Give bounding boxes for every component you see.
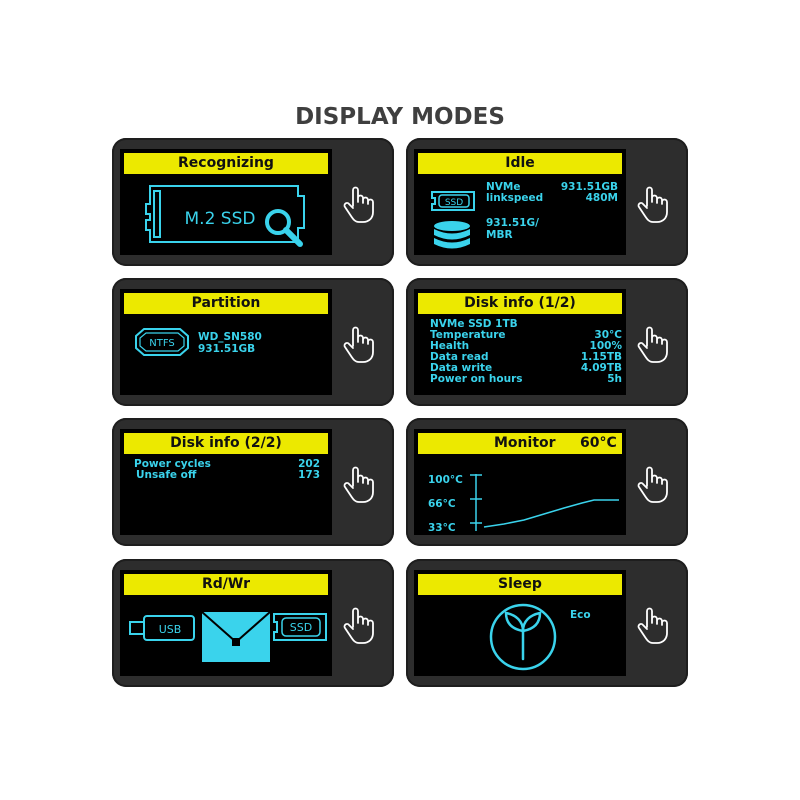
page-title: DISPLAY MODES: [295, 104, 505, 130]
sprout-icon: [489, 603, 557, 671]
touch-button-idle[interactable]: [636, 184, 670, 224]
screen-sleep: Sleep Eco: [414, 570, 626, 676]
diskinfo1-row: Data write 4.09TB: [430, 363, 622, 374]
touch-hand-icon: [343, 607, 374, 644]
touch-button-diskinfo1[interactable]: [636, 324, 670, 364]
header-monitor: Monitor 60°C: [418, 433, 622, 454]
partition-info: WD_SN580 931.51GB: [198, 331, 262, 355]
diskinfo1-label: Data write: [430, 362, 493, 374]
diskinfo2-table: Power cycles 202 Unsafe off 173: [134, 459, 320, 481]
screen-partition: Partition NTFS WD_SN580 931.51GB: [120, 289, 332, 395]
monitor-tick: 100°C: [428, 474, 463, 486]
touch-button-partition[interactable]: [342, 324, 376, 364]
device-idle: Idle SSD NVMe 931.51GB linkspeed 480M 931.…: [406, 138, 688, 266]
idle-linkspeed-value: 480M: [585, 192, 618, 204]
screen-diskinfo2: Disk info (2/2) Power cycles 202 Unsafe o…: [120, 429, 332, 535]
diskinfo2-row: Power cycles 202: [134, 459, 320, 470]
diskinfo2-value: 202: [298, 458, 320, 470]
ntfs-icon-label: NTFS: [149, 338, 175, 349]
usb-label: USB: [159, 623, 182, 636]
idle-capacity: 931.51GB: [560, 181, 618, 193]
diskinfo1-value: 100%: [589, 340, 622, 352]
device-diskinfo2: Disk info (2/2) Power cycles 202 Unsafe o…: [112, 418, 394, 546]
diskinfo1-label: Power on hours: [430, 373, 523, 385]
screen-recognizing: Recognizing M.2 SSD: [120, 149, 332, 255]
header-diskinfo1: Disk info (1/2): [418, 293, 622, 314]
header-recognizing: Recognizing: [124, 153, 328, 174]
header-diskinfo2: Disk info (2/2): [124, 433, 328, 454]
diskinfo1-row: Power on hours 5h: [430, 374, 622, 385]
monitor-tick: 66°C: [428, 498, 456, 510]
usb-icon: USB: [129, 615, 195, 641]
touch-hand-icon: [637, 607, 668, 644]
screen-diskinfo1: Disk info (1/2) NVMe SSD 1TB Temperature…: [414, 289, 626, 395]
header-sleep: Sleep: [418, 574, 622, 595]
device-diskinfo1: Disk info (1/2) NVMe SSD 1TB Temperature…: [406, 278, 688, 406]
envelope-icon: [201, 611, 271, 662]
touch-hand-icon: [343, 466, 374, 503]
diskinfo1-row: Data read 1.15TB: [430, 352, 622, 363]
monitor-tick: 33°C: [428, 522, 456, 534]
device-sleep: Sleep Eco: [406, 559, 688, 687]
idle-info: NVMe 931.51GB linkspeed 480M: [486, 182, 618, 204]
diskinfo1-label: Health: [430, 340, 470, 352]
ssd-icon: SSD: [431, 191, 475, 211]
idle-partition: 931.51G/ MBR: [486, 217, 539, 241]
header-partition: Partition: [124, 293, 328, 314]
screen-monitor: Monitor 60°C 100°C 66°C 33°C: [414, 429, 626, 535]
screen-idle: Idle SSD NVMe 931.51GB linkspeed 480M 931.…: [414, 149, 626, 255]
idle-type: NVMe: [486, 181, 521, 193]
diskinfo1-value: 5h: [607, 373, 622, 385]
partition-model: WD_SN580: [198, 331, 262, 343]
diskinfo2-label: Unsafe off: [136, 469, 197, 481]
diskinfo1-value: 4.09TB: [580, 362, 622, 374]
touch-hand-icon: [343, 186, 374, 223]
sleep-mode-label: Eco: [570, 609, 591, 621]
device-recognizing: Recognizing M.2 SSD: [112, 138, 394, 266]
diskinfo1-row: Temperature 30°C: [430, 330, 622, 341]
device-rdwr: Rd/Wr USB SSD: [112, 559, 394, 687]
touch-hand-icon: [637, 466, 668, 503]
ssd-icon: SSD: [273, 613, 327, 641]
diskinfo1-label: Temperature: [430, 329, 506, 341]
touch-button-rdwr[interactable]: [342, 605, 376, 645]
diskinfo1-row: Health 100%: [430, 341, 622, 352]
diskinfo1-value: 1.15TB: [580, 351, 622, 363]
ntfs-icon: NTFS: [135, 328, 189, 356]
diskinfo2-row: Unsafe off 173: [134, 470, 320, 481]
diskinfo1-label: Data read: [430, 351, 489, 363]
touch-button-diskinfo2[interactable]: [342, 464, 376, 504]
idle-partition-line2: MBR: [486, 229, 513, 241]
temperature-graph: [470, 474, 619, 531]
screen-rdwr: Rd/Wr USB SSD: [120, 570, 332, 676]
idle-linkspeed-label: linkspeed: [486, 192, 544, 204]
idle-partition-line1: 931.51G/: [486, 217, 539, 229]
magnifier-icon: [265, 209, 303, 247]
diskinfo2-label: Power cycles: [134, 458, 211, 470]
touch-hand-icon: [637, 186, 668, 223]
touch-hand-icon: [637, 326, 668, 363]
m2-ssd-label: M.2 SSD: [185, 209, 256, 229]
device-monitor: Monitor 60°C 100°C 66°C 33°C: [406, 418, 688, 546]
monitor-temp: 60°C: [580, 435, 617, 451]
device-partition: Partition NTFS WD_SN580 931.51GB: [112, 278, 394, 406]
touch-button-recognizing[interactable]: [342, 184, 376, 224]
m2-ssd-icon: M.2 SSD: [145, 185, 305, 243]
database-icon: [434, 221, 470, 249]
ssd-icon-label: SSD: [445, 198, 463, 208]
partition-size: 931.51GB: [198, 343, 256, 355]
header-rdwr: Rd/Wr: [124, 574, 328, 595]
header-idle: Idle: [418, 153, 622, 174]
touch-button-sleep[interactable]: [636, 605, 670, 645]
diskinfo1-value: 30°C: [594, 329, 622, 341]
diskinfo2-value: 173: [298, 469, 320, 481]
monitor-title: Monitor: [494, 435, 556, 451]
touch-hand-icon: [343, 326, 374, 363]
diskinfo1-title: NVMe SSD 1TB: [430, 318, 518, 330]
touch-button-monitor[interactable]: [636, 464, 670, 504]
ssd-label: SSD: [290, 621, 312, 634]
